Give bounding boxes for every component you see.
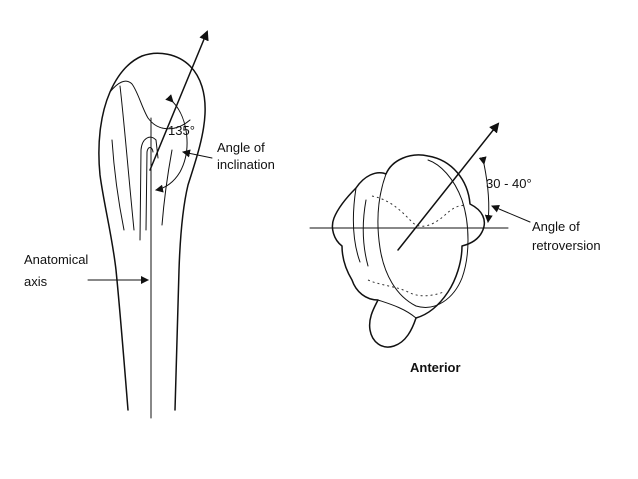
humerus-anterior-view: 135° Angle of inclination Anatomical axi… — [24, 30, 275, 419]
anterior-label: Anterior — [410, 360, 461, 375]
inner-contour-1 — [352, 187, 361, 263]
bicipital-groove-left — [139, 136, 159, 241]
inner-contour-2 — [362, 199, 369, 267]
inner-contour-3 — [377, 299, 417, 319]
articular-surface-outline — [377, 159, 469, 308]
inclination-angle-arc — [155, 94, 188, 193]
anatomical-axis-label-2: axis — [24, 274, 48, 289]
inclination-value-label: 135° — [168, 123, 195, 138]
retroversion-angle-arc — [478, 156, 493, 223]
angle-of-inclination-label-1: Angle of — [217, 140, 265, 155]
inclination-pointer — [182, 149, 213, 159]
humeral-head-outline — [331, 154, 486, 348]
angle-of-retroversion-label-2: retroversion — [532, 238, 601, 253]
retroversion-pointer — [491, 205, 531, 223]
shaft-left-inner — [111, 139, 125, 231]
retroversion-value-label: 30 - 40° — [486, 176, 532, 191]
humerus-superior-view: 30 - 40° Angle of retroversion Anterior — [309, 122, 601, 375]
humerus-outline — [98, 52, 206, 411]
hidden-contour-2 — [367, 279, 445, 297]
hidden-contour-1 — [371, 195, 467, 227]
greater-tuberosity-contour — [119, 85, 135, 231]
angle-of-inclination-label-2: inclination — [217, 157, 275, 172]
bicipital-groove-right — [145, 147, 154, 231]
retroversion-axis-arrow — [397, 122, 500, 251]
angle-of-retroversion-label-1: Angle of — [532, 219, 580, 234]
anatomical-axis-label-1: Anatomical — [24, 252, 88, 267]
